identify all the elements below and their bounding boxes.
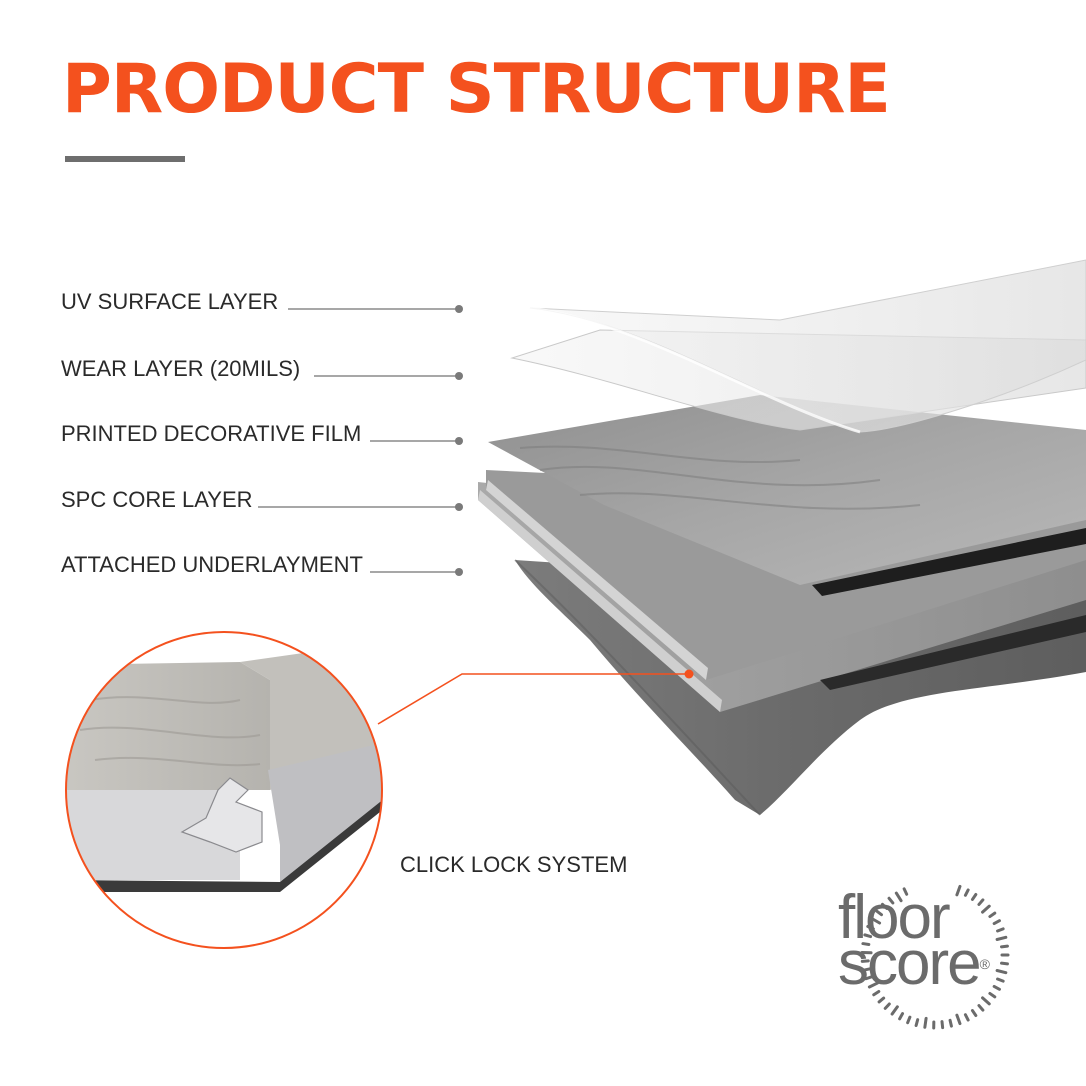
ring-tick — [996, 977, 1005, 983]
ring-tick — [872, 989, 881, 997]
label-leaders — [258, 305, 463, 576]
ring-tick — [988, 991, 997, 999]
ring-tick — [955, 884, 962, 897]
ring-tick — [867, 981, 879, 989]
ring-tick — [861, 942, 871, 947]
ring-tick — [890, 1005, 899, 1016]
ring-tick — [906, 1015, 912, 1025]
floorscore-logo-line1: floor — [838, 883, 951, 952]
ring-tick — [894, 891, 903, 903]
ring-tick — [870, 917, 882, 925]
ring-tick — [902, 887, 909, 896]
ring-tick — [866, 924, 875, 931]
ring-tick — [992, 984, 1001, 991]
ring-tick — [981, 904, 991, 914]
ring-tick — [862, 967, 871, 972]
click-lock-callout-leader — [377, 669, 694, 725]
registered-mark: ® — [979, 956, 990, 972]
ring-tick — [948, 1018, 953, 1028]
ring-tick — [898, 1012, 905, 1021]
ring-tick — [923, 1016, 928, 1029]
floorscore-logo-line2: score® — [838, 933, 990, 995]
ring-tick — [963, 1013, 970, 1022]
label-click-lock-system: CLICK LOCK SYSTEM — [400, 852, 628, 877]
ring-tick — [880, 902, 889, 910]
ring-tick — [863, 933, 873, 939]
ring-tick — [963, 888, 970, 897]
ring-tick — [887, 896, 895, 905]
click-lock-detail-circle — [65, 631, 383, 949]
ring-tick — [1000, 944, 1009, 949]
title-underline — [65, 156, 185, 162]
label-printed-decorative-film: PRINTED DECORATIVE FILM — [61, 421, 362, 446]
ring-tick — [860, 959, 870, 963]
printed-decorative-film — [488, 395, 1086, 596]
label-attached-underlayment: ATTACHED UNDERLAYMENT — [61, 552, 363, 577]
ring-tick — [970, 892, 978, 901]
label-wear-layer: WEAR LAYER (20MILS) — [61, 356, 301, 381]
ring-tick — [977, 898, 985, 906]
ring-tick — [996, 927, 1005, 933]
ring-tick — [1000, 961, 1009, 966]
ring-tick — [995, 935, 1008, 942]
ring-tick — [864, 975, 874, 981]
label-uv-surface-layer: UV SURFACE LAYER — [61, 289, 279, 314]
ring-tick — [940, 1020, 945, 1030]
ring-tick — [877, 996, 886, 1004]
ring-tick — [883, 1002, 891, 1010]
ring-tick — [988, 911, 997, 919]
ring-tick — [977, 1004, 985, 1012]
ring-tick — [955, 1013, 962, 1026]
floorscore-logo-word: score — [838, 929, 982, 998]
page-title: PRODUCT STRUCTURE — [62, 50, 891, 129]
ring-tick — [981, 996, 991, 1006]
ring-tick — [992, 919, 1001, 926]
ring-tick — [914, 1018, 920, 1028]
floorscore-ring-icon — [860, 884, 1010, 1030]
label-spc-core-layer: SPC CORE LAYER — [61, 487, 253, 512]
uv-surface-film — [529, 259, 1086, 434]
ring-tick — [995, 968, 1008, 975]
ring-tick — [970, 1009, 978, 1018]
ring-tick — [875, 909, 883, 917]
